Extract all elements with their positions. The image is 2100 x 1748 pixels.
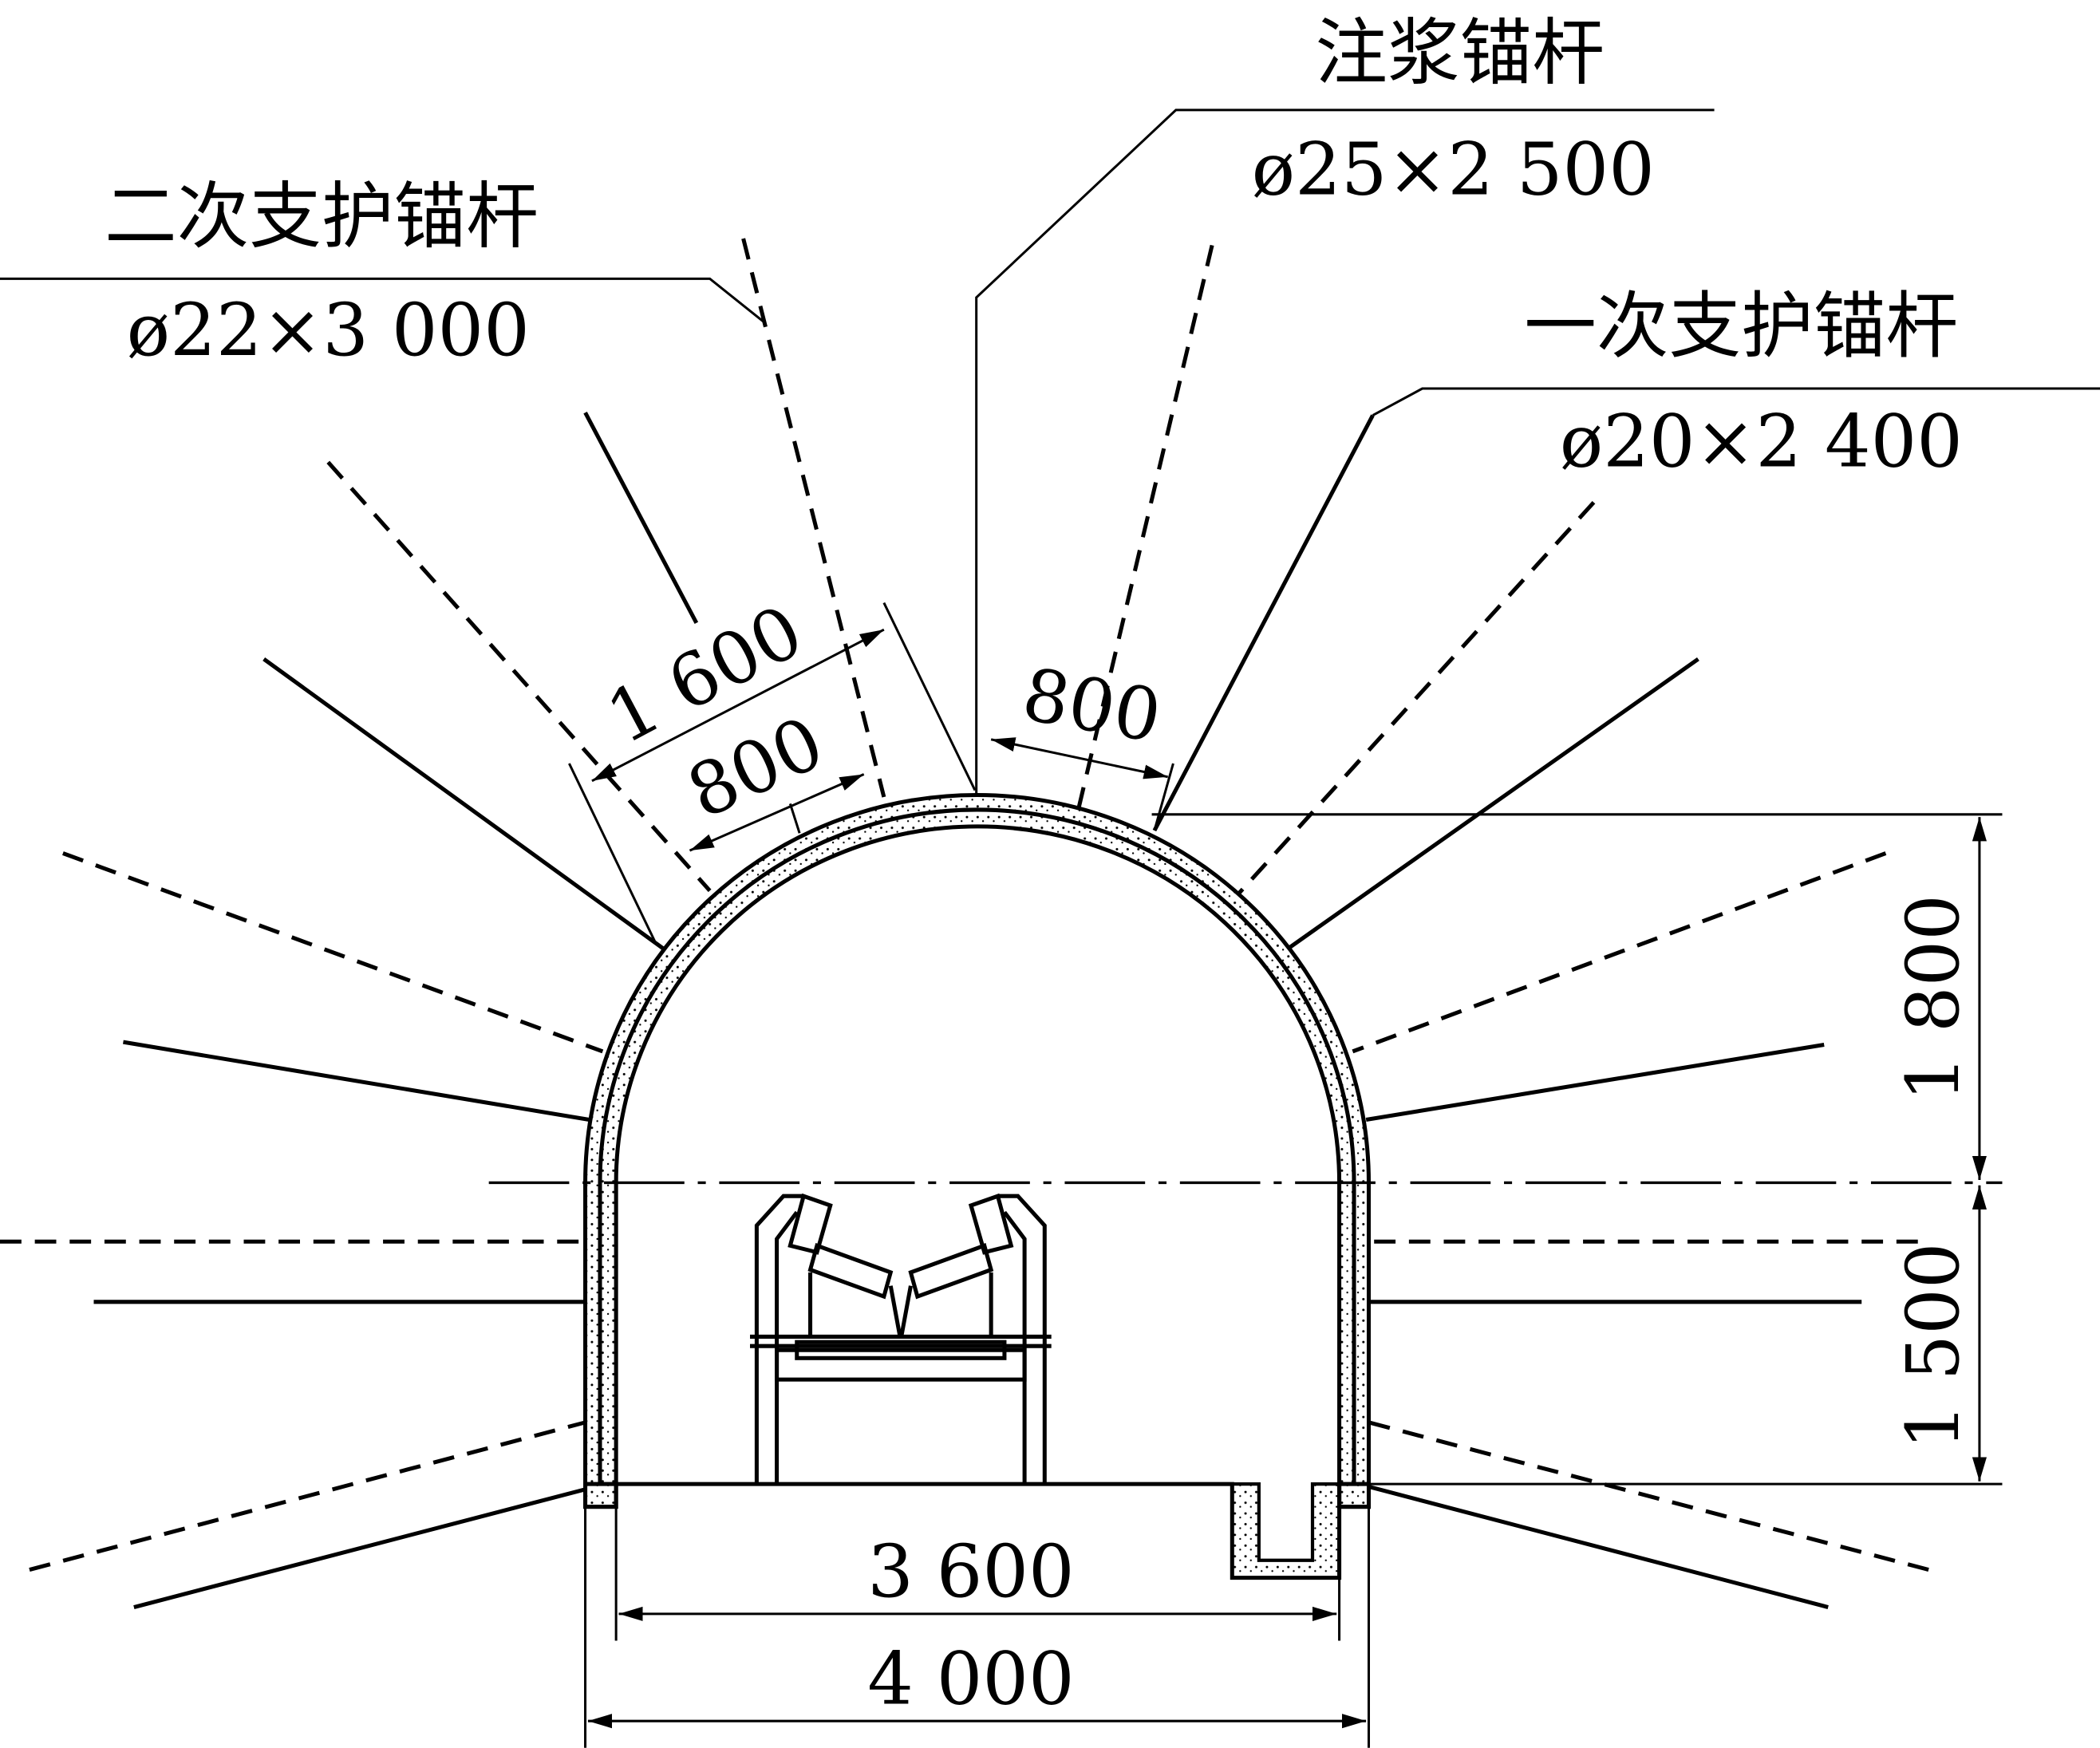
primary-bolt-spec: ø20×2 400 bbox=[1560, 400, 1963, 483]
dim-800-top: 800 bbox=[1016, 653, 1167, 759]
secondary-bolt-spec: ø22×3 000 bbox=[127, 289, 530, 373]
belt-conveyor bbox=[750, 1193, 1052, 1485]
grout-bolt-label: 注浆锚杆 bbox=[1315, 12, 1605, 96]
secondary-bolts bbox=[0, 238, 1929, 1572]
tunnel-lining bbox=[583, 792, 1372, 1509]
floor-and-ditch bbox=[616, 1482, 1342, 1580]
dimension-lines bbox=[568, 602, 2003, 1748]
dim-1500: 1 500 bbox=[1892, 1242, 1976, 1449]
primary-bolt-label: 一次支护锚杆 bbox=[1524, 285, 1958, 369]
dim-4000: 4 000 bbox=[867, 1637, 1074, 1721]
dim-3600: 3 600 bbox=[867, 1530, 1074, 1614]
dim-1800: 1 800 bbox=[1892, 894, 1976, 1101]
secondary-bolt-label: 二次支护锚杆 bbox=[105, 175, 539, 258]
primary-bolts bbox=[93, 412, 1862, 1609]
grout-bolt-spec: ø25×2 500 bbox=[1252, 128, 1655, 212]
leader-lines bbox=[0, 109, 2100, 796]
